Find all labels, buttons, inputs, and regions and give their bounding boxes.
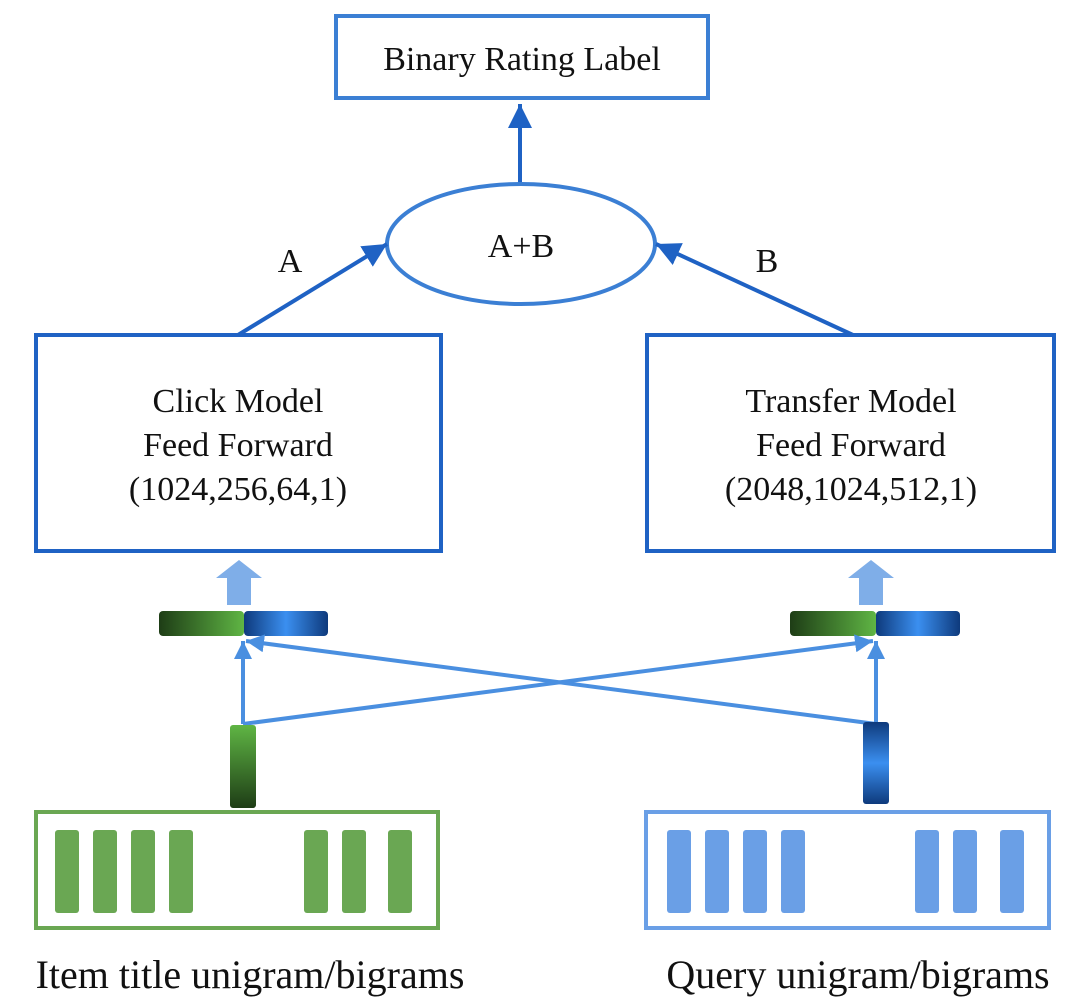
transfer-model-subtitle: Feed Forward (756, 427, 946, 464)
query-token-block (743, 830, 767, 913)
query-to-click-arrow (245, 634, 877, 726)
binary-rating-label-box: Binary Rating Label (334, 14, 710, 100)
item-title-input-box (34, 810, 440, 930)
sum-node-label: A+B (488, 228, 554, 265)
item-token-block (131, 830, 155, 913)
sum-node: A+B (385, 182, 657, 306)
item-token-block (55, 830, 79, 913)
click-embedding-concat (159, 611, 328, 636)
click-model-title: Click Model (153, 383, 324, 420)
transfer-model-box: Transfer Model Feed Forward (2048,1024,5… (645, 333, 1056, 553)
transfer-model-input-block-arrow (848, 560, 894, 605)
item-embedding-vector (230, 725, 256, 808)
item-token-block (169, 830, 193, 913)
click-model-box: Click Model Feed Forward (1024,256,64,1) (34, 333, 443, 553)
query-token-block (781, 830, 805, 913)
query-token-block (1000, 830, 1024, 913)
query-caption: Query unigram/bigrams (666, 952, 1049, 997)
transfer-concat-green-segment (790, 611, 876, 636)
item-token-block (93, 830, 117, 913)
edge-label-b: B (756, 243, 779, 280)
click-model-subtitle: Feed Forward (143, 427, 333, 464)
transfer-concat-blue-segment (876, 611, 960, 636)
query-embedding-vector (863, 722, 889, 804)
query-token-block (705, 830, 729, 913)
item-title-caption: Item title unigram/bigrams (36, 952, 465, 997)
click-model-layers: (1024,256,64,1) (129, 471, 347, 508)
query-token-block (915, 830, 939, 913)
transfer-to-sum-arrow (655, 242, 854, 337)
query-token-block (667, 830, 691, 913)
click-to-sum-arrow (236, 242, 389, 337)
item-token-block (304, 830, 328, 913)
edge-label-a: A (278, 243, 303, 280)
click-concat-blue-segment (244, 611, 328, 636)
query-token-block (953, 830, 977, 913)
query-input-box (644, 810, 1051, 930)
click-model-input-block-arrow (216, 560, 262, 605)
item-token-block (388, 830, 412, 913)
embedding-connectors (234, 634, 885, 726)
click-concat-green-segment (159, 611, 244, 636)
transfer-model-layers: (2048,1024,512,1) (725, 471, 977, 508)
transfer-embedding-concat (790, 611, 960, 636)
binary-rating-label-text: Binary Rating Label (383, 41, 661, 78)
transfer-model-title: Transfer Model (745, 383, 956, 420)
item-token-block (342, 830, 366, 913)
